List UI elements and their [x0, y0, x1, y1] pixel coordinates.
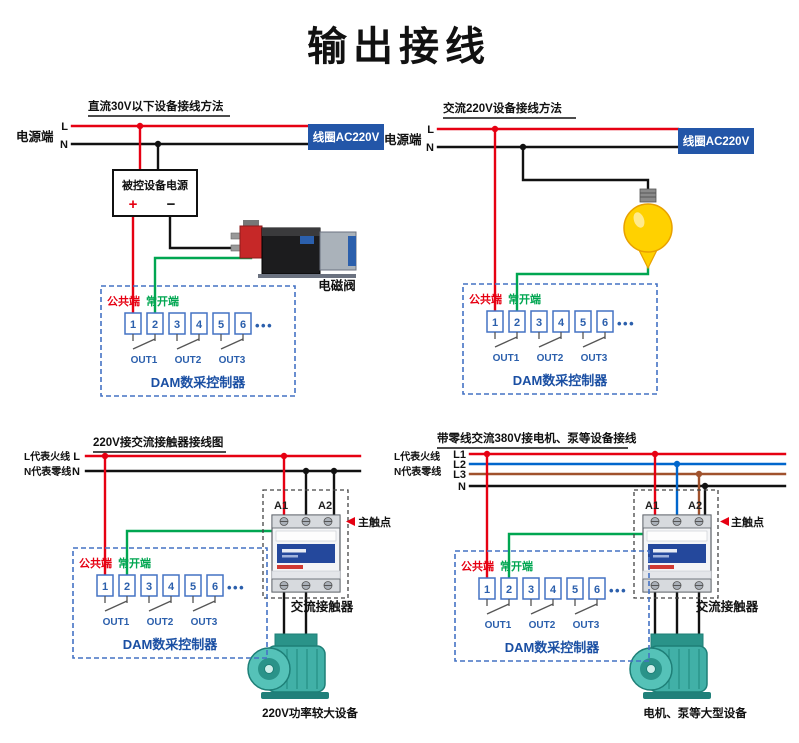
dam-controller-1: [100, 285, 296, 397]
power-terminal-label: 电源端: [384, 132, 422, 147]
junction-dot: [101, 452, 109, 460]
neutral-to-bulb-wire: [521, 145, 650, 192]
coil-box: 线圈AC220V: [308, 124, 384, 150]
neutral-wire-note: N代表零线: [394, 465, 441, 478]
device-power-box: 被控设备电源 + −: [112, 169, 198, 217]
diagram4-caption: 带零线交流380V接电机、泵等设备接线: [437, 431, 637, 445]
plus-label: +: [129, 196, 138, 213]
contactor-assembly: A1 A2 主触点 交流接触器: [633, 489, 764, 614]
device-label: 电机、泵等大型设备: [643, 706, 747, 720]
solenoid-valve-icon: 电磁阀: [230, 220, 357, 293]
junction-dot: [701, 482, 709, 490]
line-n-label: N: [458, 481, 466, 493]
contactor-icon: [642, 514, 712, 593]
main-contact-arrow-icon: [720, 517, 729, 526]
terminal2-to-bulb-wire: [515, 265, 650, 314]
live-wire-note: L代表火线: [394, 450, 440, 463]
diagram3-caption: 220V接交流接触器接线图: [93, 435, 223, 449]
diagram-dc30v: 直流30V以下设备接线方法 电源端 L N 线圈AC220V 被控设备电源 + …: [16, 99, 384, 397]
line-l-label: L: [61, 121, 68, 133]
a1-label: A1: [645, 500, 659, 512]
line-n-label: N: [60, 139, 68, 151]
contactor-dashed-box: [633, 489, 719, 599]
junction-dot: [154, 140, 162, 148]
coil-box-label: 线圈AC220V: [313, 130, 380, 144]
line-n-label: N: [426, 142, 434, 154]
junction-dot: [519, 143, 527, 151]
line-l1-label: L1: [453, 449, 466, 461]
live-wire-note: L代表火线: [24, 450, 70, 463]
page-title: 输出接线: [307, 25, 491, 69]
motor-icon: [629, 633, 711, 699]
a2-label: A2: [688, 500, 702, 512]
contactor-label: 交流接触器: [291, 599, 354, 614]
junction-dot: [483, 450, 491, 458]
device-power-label: 被控设备电源: [122, 178, 188, 192]
wires: [84, 454, 362, 636]
diagram-contactor-220v: 220V接交流接触器接线图 L代表火线 N代表零线 L N A1 A2: [24, 435, 391, 720]
junction-dot: [673, 460, 681, 468]
line-l-label: L: [73, 451, 80, 463]
dam-controller-2: [462, 283, 658, 395]
contactor-label: 交流接触器: [696, 599, 759, 614]
line-l-label: L: [427, 124, 434, 136]
junction-dot: [651, 450, 659, 458]
wires: [70, 124, 310, 316]
line-l3-label: L3: [453, 469, 466, 481]
a1-label: A1: [274, 500, 288, 512]
junction-dot: [330, 467, 338, 475]
valve-label: 电磁阀: [318, 278, 356, 293]
bulb-icon: [623, 188, 673, 270]
minus-to-valve-wire: [168, 214, 233, 250]
contactor-dashed-box: [262, 489, 349, 599]
junction-dot: [280, 452, 288, 460]
contactor-assembly: A1 A2 主触点 交流接触器: [262, 489, 391, 614]
dam-controller-3: [72, 547, 268, 659]
junction-dot: [695, 470, 703, 478]
minus-label: −: [167, 196, 176, 213]
coil-box-label: 线圈AC220V: [683, 134, 750, 148]
main-contact-label: 主触点: [731, 515, 764, 529]
diagram1-caption: 直流30V以下设备接线方法: [88, 99, 224, 113]
diagram2-caption: 交流220V设备接线方法: [443, 101, 562, 115]
junction-dot: [491, 125, 499, 133]
coil-box: 线圈AC220V: [678, 128, 754, 154]
wires: [436, 127, 680, 314]
diagram-380v: 带零线交流380V接电机、泵等设备接线 L代表火线 N代表零线 L1 L2 L3…: [394, 431, 787, 720]
junction-dot: [136, 122, 144, 130]
motor-icon: [247, 633, 329, 699]
line-l2-label: L2: [453, 459, 466, 471]
a2-label: A2: [318, 500, 332, 512]
device-label: 220V功率较大设备: [262, 706, 358, 720]
diagram-ac220v: 交流220V设备接线方法 电源端 L N 线圈AC220V: [384, 101, 754, 395]
contactor-icon: [271, 514, 341, 593]
line-n-label: N: [72, 466, 80, 478]
main-contact-arrow-icon: [346, 517, 355, 526]
junction-dot: [302, 467, 310, 475]
power-terminal-label: 电源端: [16, 129, 54, 144]
main-contact-label: 主触点: [358, 515, 391, 529]
dam-controller-4: [454, 550, 650, 662]
neutral-wire-note: N代表零线: [24, 465, 71, 478]
